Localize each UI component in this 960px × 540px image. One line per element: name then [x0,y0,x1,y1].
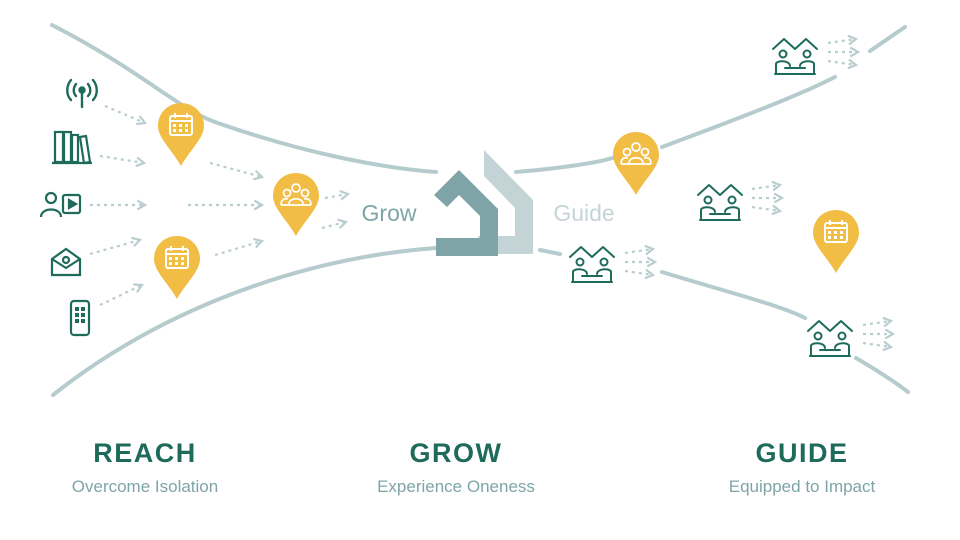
calendar-pin-icon [157,102,205,167]
stage-grow-title: GROW [409,438,503,468]
stage-reach-subtitle: Overcome Isolation [71,477,219,496]
flow-line-bottom-right-3 [854,356,910,394]
arrow-broadcast [104,104,148,126]
arrow-to-group-1 [209,161,265,181]
house-logo-light [478,150,533,254]
flow-line-top-right-3 [868,25,907,53]
video-person-icon [39,191,82,218]
calendar-pin-icon [153,235,201,300]
mentor-pair-icon [807,320,853,357]
books-icon [52,130,92,165]
house-logo-icon [434,150,533,256]
arrow-to-center-2 [321,218,349,230]
group-pin-icon [612,131,660,196]
arrow-fan [625,249,655,275]
broadcast-icon [66,78,98,109]
arrow-phone [99,283,145,306]
arrow-to-center-1 [324,189,351,201]
phone-icon [69,299,91,337]
stage-reach-title: REACH [93,438,197,468]
mentor-pair-icon [772,38,818,75]
arrow-to-group-3 [214,237,265,257]
flow-arrows [89,104,351,306]
mentor-pair-icon [697,184,743,221]
flow-line-top-left [50,23,438,174]
flow-lines [50,23,910,397]
arrow-fan [863,321,893,347]
arrow-email [89,236,143,256]
arrow-fan [828,39,858,65]
stage-grow: GROW Experience Oneness [306,438,606,497]
flow-line-bottom-left [51,246,438,397]
stage-grow-subtitle: Experience Oneness [377,477,535,496]
arrow-fan [752,185,782,211]
center-guide-word: Guide [553,200,614,226]
flow-line-top-right-2 [660,75,837,149]
center-grow-word: Grow [362,200,417,226]
mentor-pair-icon [569,246,615,283]
flow-line-bottom-right [538,248,562,256]
flow-line-bottom-right-2 [660,270,807,320]
email-icon [50,247,82,277]
stage-guide-title: GUIDE [755,438,849,468]
arrow-books [99,154,147,168]
group-pin-icon [272,172,320,237]
flow-line-top-right [514,156,614,174]
house-logo-dark [434,170,498,256]
stage-reach: REACH Overcome Isolation [0,438,295,497]
stage-guide-subtitle: Equipped to Impact [728,477,876,496]
stage-guide: GUIDE Equipped to Impact [652,438,952,497]
calendar-pin-icon [812,209,860,274]
